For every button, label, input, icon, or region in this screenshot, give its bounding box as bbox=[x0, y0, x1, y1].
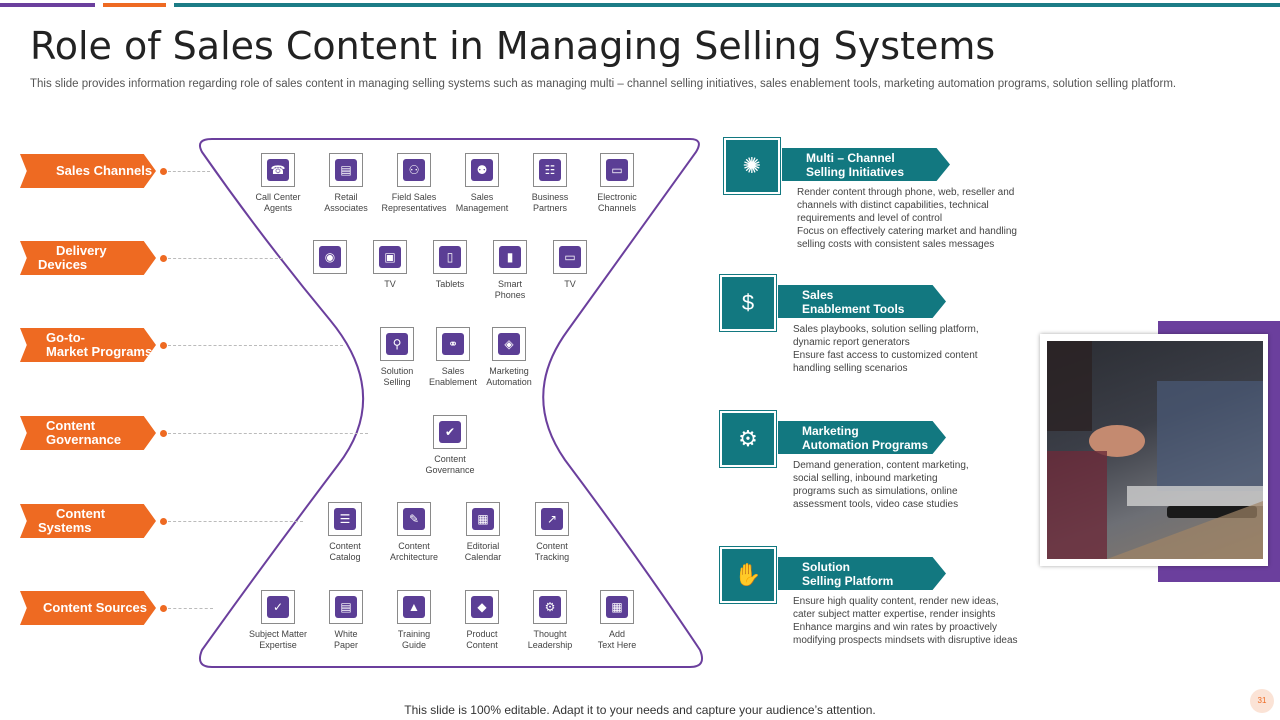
monitor-icon: ▭ bbox=[559, 246, 581, 268]
money-chart-icon: $ bbox=[720, 275, 776, 331]
document-icon: ▤ bbox=[335, 596, 357, 618]
label-content-sources: Content Sources bbox=[20, 591, 156, 625]
content-architecture-icon: ✎ bbox=[403, 508, 425, 530]
solution-selling-icon: ⚲ bbox=[386, 333, 408, 355]
connector-dot bbox=[160, 168, 167, 175]
graduation-cap-icon: ▲ bbox=[403, 596, 425, 618]
connector-dot bbox=[160, 342, 167, 349]
automation-screen-icon: ⚙ bbox=[720, 411, 776, 467]
retail-icon: ▤ bbox=[335, 159, 357, 181]
marketing-automation-icon: ◈ bbox=[498, 333, 520, 355]
hands-gear-icon: ✋ bbox=[720, 547, 776, 603]
call-center-icon: ☎ bbox=[267, 159, 289, 181]
section-text: Ensure high quality content, render new … bbox=[793, 596, 1018, 646]
connector-line bbox=[168, 345, 343, 346]
section-text: Sales playbooks, solution selling platfo… bbox=[793, 324, 979, 374]
network-icon: ✺ bbox=[724, 138, 780, 194]
sales-enablement-icon: ⚭ bbox=[442, 333, 464, 355]
item-projector: ◉ bbox=[290, 240, 370, 274]
top-bar-teal bbox=[174, 3, 1280, 7]
item-tv: ▣ TV bbox=[350, 240, 430, 290]
field-sales-icon: ⚇ bbox=[403, 159, 425, 181]
photo-laptop-meeting bbox=[1047, 341, 1263, 559]
top-bar-orange bbox=[103, 3, 166, 7]
section-text: Demand generation, content marketing,soc… bbox=[793, 460, 969, 510]
page-subtitle: This slide provides information regardin… bbox=[30, 78, 1177, 90]
footer-note: This slide is 100% editable. Adapt it to… bbox=[404, 703, 876, 717]
label-go-to-market: Go-to-Market Programs bbox=[20, 328, 156, 362]
business-partners-icon: ☷ bbox=[539, 159, 561, 181]
thought-leadership-icon: ⚙ bbox=[539, 596, 561, 618]
product-icon: ◆ bbox=[471, 596, 493, 618]
connector-dot bbox=[160, 518, 167, 525]
item-tv-monitor: ▭ TV bbox=[530, 240, 610, 290]
connector-dot bbox=[160, 605, 167, 612]
connector-line bbox=[168, 171, 210, 172]
content-catalog-icon: ☰ bbox=[334, 508, 356, 530]
connector-dot bbox=[160, 430, 167, 437]
item-tablets: ▯ Tablets bbox=[410, 240, 490, 290]
connector-dot bbox=[160, 255, 167, 262]
connector-line bbox=[168, 608, 213, 609]
label-delivery-devices: Delivery Devices bbox=[20, 241, 156, 275]
content-tracking-icon: ↗ bbox=[541, 508, 563, 530]
page-title: Role of Sales Content in Managing Sellin… bbox=[30, 24, 996, 68]
top-bar-purple bbox=[0, 3, 95, 7]
connector-line bbox=[168, 433, 368, 434]
sales-management-icon: ⚉ bbox=[471, 159, 493, 181]
section-text: Render content through phone, web, resel… bbox=[797, 187, 1017, 250]
smartphone-icon: ▮ bbox=[499, 246, 521, 268]
electronic-channels-icon: ▭ bbox=[606, 159, 628, 181]
connector-line bbox=[168, 258, 283, 259]
tv-icon: ▣ bbox=[379, 246, 401, 268]
calculator-icon: ▦ bbox=[606, 596, 628, 618]
page-number: 31 bbox=[1250, 689, 1274, 713]
expertise-icon: ✓ bbox=[267, 596, 289, 618]
calendar-icon: ▦ bbox=[472, 508, 494, 530]
connector-line bbox=[168, 521, 303, 522]
content-governance-icon: ✔ bbox=[439, 421, 461, 443]
label-content-systems: Content Systems bbox=[20, 504, 156, 538]
projector-icon: ◉ bbox=[319, 246, 341, 268]
label-sales-channels: Sales Channels bbox=[20, 154, 156, 188]
tablet-icon: ▯ bbox=[439, 246, 461, 268]
